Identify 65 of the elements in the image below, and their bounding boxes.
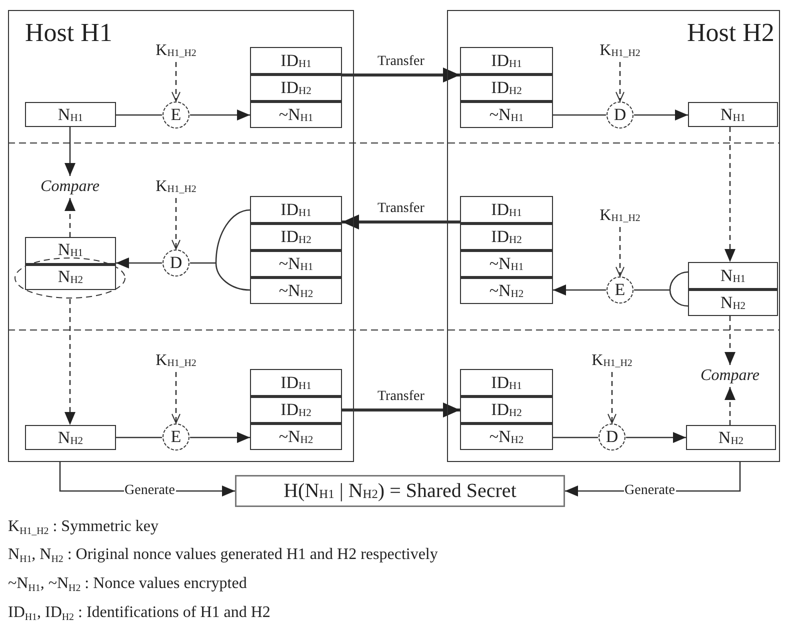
packet-field: ID$_{H2}$ — [460, 74, 553, 101]
compare-label: Compare — [695, 365, 765, 387]
arrow — [724, 127, 736, 262]
host-title: Host H2 — [687, 20, 774, 46]
key-label: K$_{H1_H2}$ — [138, 350, 214, 372]
connector-line — [190, 209, 251, 291]
host-panel — [8, 10, 354, 462]
key-label: K$_{H1_H2}$ — [582, 40, 658, 62]
cipher-circle: E — [162, 423, 190, 451]
arrow — [553, 284, 606, 296]
cipher-circle: D — [606, 101, 634, 129]
nonce-box: N$_{H2}$ — [25, 425, 116, 450]
arrow — [626, 432, 686, 443]
host-title: Host H1 — [25, 20, 112, 46]
definition-text: N$_{H1}$, N$_{H2}$ : Original nonce values generated H1 and H2 respectively — [8, 545, 438, 564]
arrow — [342, 214, 460, 230]
compare-label: Compare — [35, 176, 105, 198]
arrow — [342, 68, 460, 82]
arrow — [616, 227, 624, 276]
cipher-circle: E — [606, 276, 634, 304]
edge-label: Transfer — [376, 55, 426, 69]
arrow — [608, 372, 616, 424]
definition-text: ID$_{H1}$, ID$_{H2}$ : Identifications of H1 and H2 — [8, 603, 270, 622]
cipher-circle: D — [598, 423, 626, 451]
nonce-box: N$_{H1}$ — [25, 102, 116, 127]
arrow — [616, 62, 624, 102]
connector-line — [116, 114, 162, 116]
highlight-ellipse — [14, 257, 126, 299]
arrow — [190, 110, 250, 120]
packet-field: ID$_{H2}$ — [460, 396, 553, 423]
packet-field: ID$_{H2}$ — [460, 223, 553, 250]
key-label: K$_{H1_H2}$ — [138, 176, 214, 198]
arrow — [172, 62, 180, 102]
arrow — [342, 402, 460, 418]
connector-line — [634, 271, 689, 307]
arrow — [172, 372, 180, 424]
edge-label: Transfer — [376, 202, 426, 216]
arrow — [724, 387, 736, 425]
key-label: K$_{H1_H2}$ — [574, 350, 650, 372]
host-panel — [447, 10, 780, 462]
connector-line — [553, 436, 598, 438]
packet-field: ~N$_{H1}$ — [460, 250, 553, 277]
arrow — [116, 258, 162, 268]
definition-text: K$_{H1_H2}$ : Symmetric key — [8, 517, 158, 536]
packet-field: ID$_{H2}$ — [250, 74, 342, 101]
arrow — [64, 299, 76, 425]
key-label: K$_{H1_H2}$ — [138, 40, 214, 62]
edge-label: Transfer — [376, 390, 426, 404]
arrow — [64, 198, 76, 237]
nonce-box: N$_{H1}$ — [688, 102, 778, 127]
nonce-box: N$_{H2}$ — [686, 425, 776, 450]
cipher-circle: E — [162, 101, 190, 129]
packet-field: ID$_{H2}$ — [250, 396, 342, 423]
connector-line — [116, 436, 162, 438]
arrow — [64, 127, 76, 176]
arrow — [724, 316, 736, 365]
arrow — [190, 432, 250, 443]
arrow — [634, 110, 688, 120]
arrow — [172, 198, 180, 250]
packet-field: ~N$_{H1}$ — [250, 250, 342, 277]
key-label: K$_{H1_H2}$ — [582, 205, 658, 227]
cipher-circle: D — [162, 249, 190, 277]
packet-field: ID$_{H2}$ — [250, 223, 342, 250]
connector-line — [553, 114, 606, 116]
definition-text: ~N$_{H1}$, ~N$_{H2}$ : Nonce values encrypted — [8, 574, 247, 594]
